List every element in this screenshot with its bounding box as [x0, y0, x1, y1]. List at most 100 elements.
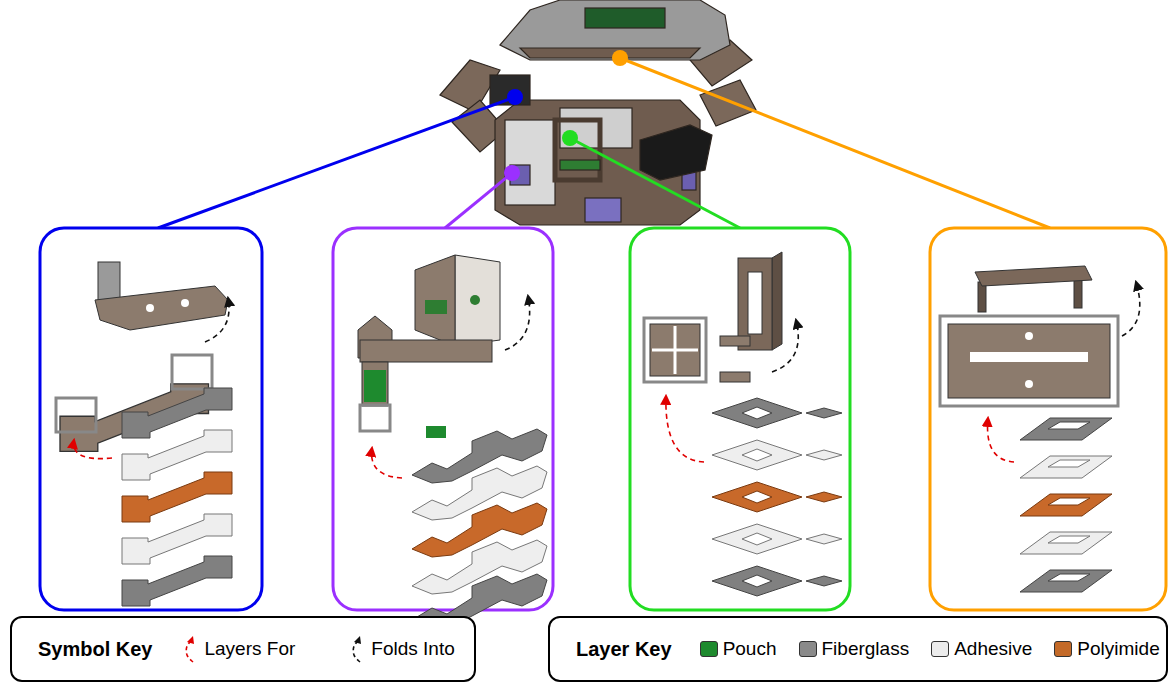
pcb	[425, 300, 447, 314]
flat-piece	[720, 372, 750, 382]
layers-arrow	[74, 440, 112, 459]
hole	[470, 295, 480, 305]
leader-dot	[507, 89, 523, 105]
fiberglass-layer	[712, 398, 802, 428]
legend-entry: Layers For	[184, 635, 295, 663]
robot-pcb	[560, 160, 600, 170]
folded-part	[415, 255, 455, 346]
fiberglass-layer	[1020, 418, 1112, 440]
folded-part	[455, 255, 500, 346]
robot-rim	[520, 48, 700, 58]
blue-panel-parts	[56, 262, 232, 606]
leader-dot	[504, 165, 520, 181]
hole	[181, 299, 189, 307]
polyimide-layer	[806, 492, 842, 502]
fiberglass-layer	[1020, 570, 1112, 592]
arrow-sample	[351, 635, 365, 663]
fiberglass-layer	[806, 408, 842, 418]
fiberglass-layer	[806, 576, 842, 586]
flat-piece	[720, 336, 750, 346]
frame	[56, 398, 96, 432]
flat-pattern	[360, 340, 492, 362]
fold-arrow	[205, 298, 229, 342]
polyimide-layer	[1020, 494, 1112, 516]
layers-arrow	[988, 418, 1014, 462]
legend-label: Layers For	[204, 638, 295, 660]
detail-panel	[333, 228, 553, 610]
folded-part	[95, 286, 228, 330]
leader-dot	[612, 50, 628, 66]
key-title: Layer Key	[576, 638, 672, 661]
leader-line	[158, 97, 515, 228]
color-swatch	[931, 641, 949, 657]
arrow-sample	[184, 635, 198, 663]
flat-slot	[652, 326, 698, 374]
flat-slot	[970, 352, 1088, 362]
adhesive-layer	[1020, 532, 1112, 554]
opening	[748, 272, 762, 334]
flat-pattern	[362, 362, 388, 406]
robot-block	[505, 120, 555, 205]
frame	[940, 316, 1118, 406]
polyimide-layer	[712, 482, 802, 512]
robot-module	[490, 75, 530, 105]
purple-panel-parts	[358, 255, 547, 628]
key-title: Symbol Key	[38, 638, 152, 661]
adhesive-layer	[806, 450, 842, 460]
robot-leg	[700, 80, 756, 126]
key-box: Symbol Key Layers For Folds Into	[10, 616, 476, 682]
adhesive-layer	[1020, 456, 1112, 478]
detail-panel	[630, 228, 850, 610]
green-panel-parts	[644, 252, 842, 596]
robot-platform	[500, 0, 730, 60]
detail-panel	[40, 228, 262, 610]
robot-block	[560, 108, 632, 148]
robot-screen	[585, 8, 665, 28]
leader-line	[620, 58, 1050, 228]
legend-entry: Adhesive	[931, 638, 1032, 660]
arrow-sample-head	[354, 636, 361, 644]
fiberglass-layer	[122, 556, 232, 606]
frame	[644, 318, 706, 382]
folded-part	[772, 252, 782, 350]
robot-part	[585, 198, 621, 222]
legend-label: Fiberglass	[822, 638, 910, 660]
leader-line	[445, 173, 512, 228]
legend-entry: Folds Into	[351, 635, 454, 663]
hole	[1025, 380, 1033, 388]
layers-arrow	[372, 448, 402, 478]
flat-pattern	[948, 324, 1110, 398]
legend-entry: Fiberglass	[799, 638, 910, 660]
folded-leg	[1074, 278, 1082, 308]
hole	[146, 304, 154, 312]
fold-arrow	[1122, 282, 1140, 336]
robot-gripper	[640, 125, 712, 180]
hole	[1025, 332, 1033, 340]
adhesive-layer	[712, 524, 802, 554]
legend-label: Adhesive	[954, 638, 1032, 660]
arrow-sample-head	[187, 636, 194, 644]
fold-arrow	[505, 296, 530, 350]
fiberglass-layer	[712, 566, 802, 596]
folded-part	[975, 266, 1092, 286]
adhesive-layer	[806, 534, 842, 544]
adhesive-layer	[712, 440, 802, 470]
folded-tab	[98, 262, 120, 302]
legend-entry: Polyimide	[1054, 638, 1159, 660]
color-swatch	[700, 641, 718, 657]
pouch	[364, 370, 386, 402]
orange-panel-parts	[940, 266, 1140, 592]
robot-illustration	[440, 0, 756, 225]
key-box: Layer Key Pouch Fiberglass Adhesive Polyimid…	[548, 616, 1168, 682]
legend-label: Pouch	[723, 638, 777, 660]
leader-line	[570, 138, 740, 228]
pouch	[426, 426, 446, 438]
color-swatch	[799, 641, 817, 657]
frame	[172, 355, 212, 389]
arrow-sample-line	[187, 641, 194, 662]
legend-label: Folds Into	[371, 638, 454, 660]
detail-panel	[930, 228, 1166, 610]
flat-pattern	[650, 324, 700, 376]
legend-label: Polyimide	[1077, 638, 1159, 660]
